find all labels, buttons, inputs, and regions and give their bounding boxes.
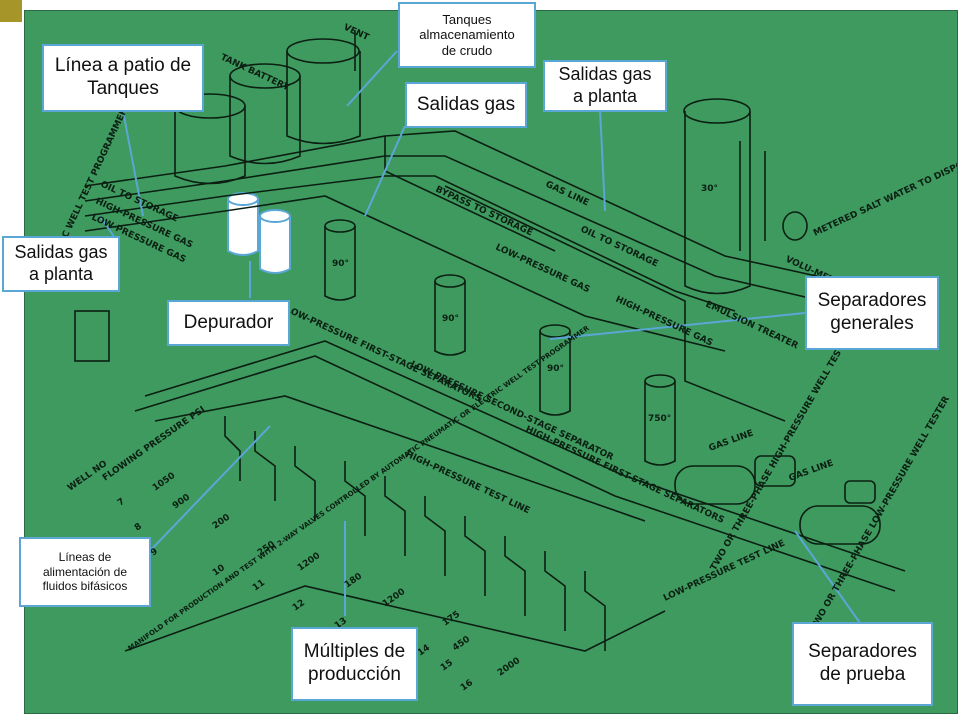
well-no-6: 12 [291, 598, 307, 613]
label-gas-line-top: GAS LINE [544, 180, 591, 209]
label-bypass-to-storage: BYPASS TO STORAGE [434, 185, 534, 239]
callout-lineas-alimentacion: Líneas de alimentación de fluidos bifási… [19, 537, 151, 607]
pipe-network [84, 130, 906, 652]
callout-salidas-gas-planta-left: Salidas gas a planta [2, 236, 120, 292]
separator-vessels [324, 98, 808, 466]
callout-salidas-gas-planta-top: Salidas gas a planta [543, 60, 667, 112]
label-hp-gas-right: HIGH-PRESSURE GAS [614, 295, 714, 349]
scrubber-vessels [227, 192, 291, 274]
oilfield-schematic: TANK BATTERY VENT OIL TO STORAGE HIGH-PR… [39, 23, 957, 694]
well-no-8: 14 [416, 643, 432, 658]
well-psi-10: 2000 [496, 656, 522, 679]
well-psi-3: 200 [211, 512, 232, 531]
label-temp-30: 30° [701, 184, 718, 194]
well-no-3: 9 [149, 547, 160, 559]
callout-tanques-crudo: Tanques almacenamiento de crudo [398, 2, 536, 68]
label-metered-salt-water: METERED SALT WATER TO DISPOSAL [812, 152, 957, 239]
well-psi-1: 1050 [151, 471, 177, 494]
label-temp-90a: 90° [332, 259, 349, 269]
label-tester-hp: TWO OR THREE-PHASE HIGH-PRESSURE WELL TE… [709, 332, 854, 573]
label-oil-to-storage-right: OIL TO STORAGE [579, 225, 660, 270]
callout-leaders [99, 50, 861, 624]
callout-linea-patio: Línea a patio de Tanques [42, 44, 204, 112]
well-psi-2: 900 [171, 492, 192, 511]
label-hp-first-stage: HIGH-PRESSURE FIRST-STAGE SEPARATORS [524, 425, 726, 526]
label-tester-lp: TWO OR THREE-PHASE LOW-PRESSURE WELL TES… [809, 395, 952, 633]
label-vent: VENT [342, 23, 371, 44]
corner-accent [0, 0, 22, 22]
well-no-5: 11 [251, 578, 267, 593]
label-flowing-pressure: FLOWING PRESSURE PSI [101, 405, 207, 484]
callout-salidas-gas: Salidas gas [405, 82, 527, 128]
well-psi-8: 175 [441, 609, 462, 628]
label-gas-line-right1: GAS LINE [708, 428, 755, 453]
callout-depurador: Depurador [167, 300, 290, 346]
well-psi-6: 180 [343, 571, 364, 590]
well-no-2: 8 [133, 522, 144, 534]
label-temp-90b: 90° [442, 314, 459, 324]
well-no-1: 7 [116, 497, 127, 509]
well-no-10: 16 [459, 678, 475, 693]
label-emulsion-treater: EMULSION TREATER [704, 300, 800, 352]
label-temp-750: 750° [648, 414, 671, 424]
well-testers [674, 455, 881, 545]
test-programmer-box [74, 310, 110, 362]
label-lp-gas-mid: LOW-PRESSURE GAS [494, 243, 592, 296]
well-no-4: 10 [211, 563, 227, 578]
callout-multiples-produccion: Múltiples de producción [291, 627, 418, 701]
well-psi-5: 1200 [296, 551, 322, 574]
manifold-risers [224, 416, 606, 651]
label-temp-90c: 90° [547, 364, 564, 374]
well-no-9: 15 [439, 658, 455, 673]
callout-separadores-prueba: Separadores de prueba [792, 622, 933, 706]
callout-separadores-generales: Separadores generales [805, 276, 939, 350]
well-psi-9: 450 [451, 634, 472, 653]
label-manifold-note: MANIFOLD FOR PRODUCTION AND TEST WITH 2-… [127, 324, 592, 653]
